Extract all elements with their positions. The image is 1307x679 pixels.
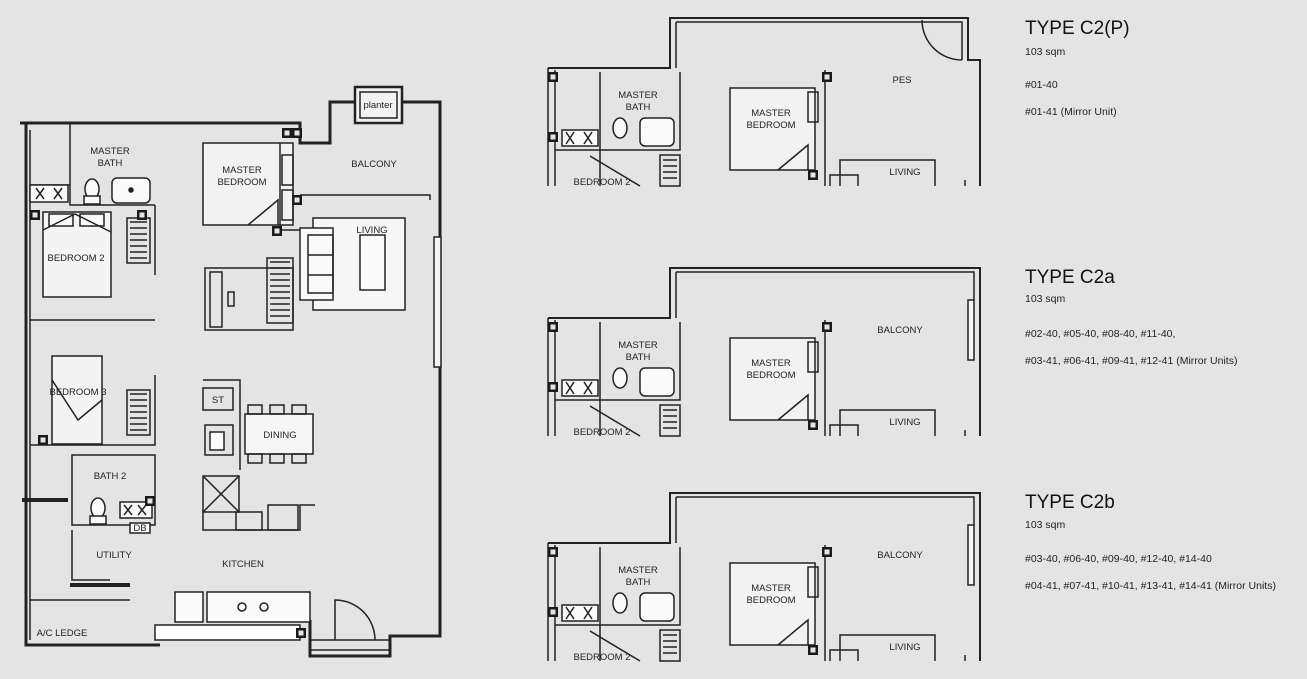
unit-numbers-line-2: #01-41 (Mirror Unit) (1025, 106, 1117, 118)
unit-type-title: TYPE C2a (1025, 267, 1115, 288)
kp3-label-master-bedroom-2: BEDROOM (746, 595, 795, 606)
label-ac-ledge: A/C LEDGE (37, 628, 88, 639)
label-db: DB (133, 523, 146, 534)
kp1-label-master-bath-2: BATH (626, 102, 651, 113)
label-master-bedroom-2: BEDROOM (217, 177, 266, 188)
label-utility: UTILITY (96, 550, 132, 561)
kp1-label-bedroom-2: BEDROOM 2 (573, 177, 630, 188)
kp2-label-master-bath-1: MASTER (618, 340, 658, 351)
label-master-bath-1: MASTER (90, 146, 130, 157)
unit-area: 103 sqm (1025, 293, 1066, 305)
label-planter: planter (363, 100, 392, 111)
main-floor-plan (20, 85, 442, 658)
label-master-bath-2: BATH (98, 158, 123, 169)
kp1-label-living: LIVING (889, 167, 920, 178)
main-plan-labels: planter MASTER BATH MASTER BEDROOM BALCO… (37, 100, 398, 639)
label-bath-2: BATH 2 (94, 471, 127, 482)
label-store: ST (212, 395, 224, 406)
unit-numbers-line-2: #03-41, #06-41, #09-41, #12-41 (Mirror U… (1025, 355, 1238, 367)
kp3-label-master-bedroom-1: MASTER (751, 583, 791, 594)
unit-area: 103 sqm (1025, 46, 1066, 58)
kp2-label-living: LIVING (889, 417, 920, 428)
unit-numbers-line-2: #04-41, #07-41, #10-41, #13-41, #14-41 (… (1025, 580, 1276, 592)
unit-type-title: TYPE C2(P) (1025, 18, 1130, 39)
kp3-label-outdoor: BALCONY (877, 550, 923, 561)
label-master-bedroom-1: MASTER (222, 165, 262, 176)
label-living: LIVING (356, 225, 387, 236)
label-kitchen: KITCHEN (222, 559, 264, 570)
kp1-label-outdoor: PES (892, 75, 911, 86)
unit-type-title: TYPE C2b (1025, 492, 1115, 513)
kp2-label-outdoor: BALCONY (877, 325, 923, 336)
kp3-label-living: LIVING (889, 642, 920, 653)
kp3-label-bedroom-2: BEDROOM 2 (573, 652, 630, 663)
key-plan-c2p: MASTER BATH MASTER BEDROOM PES LIVING BE… (547, 17, 981, 188)
kp1-label-master-bath-1: MASTER (618, 90, 658, 101)
label-bedroom-3: BEDROOM 3 (49, 387, 106, 398)
key-plan-c2b: MASTER BATH MASTER BEDROOM BALCONY LIVIN… (547, 492, 981, 663)
kp2-label-master-bath-2: BATH (626, 352, 651, 363)
key-plan-c2a: MASTER BATH MASTER BEDROOM BALCONY LIVIN… (547, 267, 981, 438)
unit-numbers-line-1: #02-40, #05-40, #08-40, #11-40, (1025, 328, 1176, 340)
unit-numbers-line-1: #01-40 (1025, 79, 1058, 91)
kp1-label-master-bedroom-1: MASTER (751, 108, 791, 119)
label-dining: DINING (263, 430, 296, 441)
kp2-label-master-bedroom-1: MASTER (751, 358, 791, 369)
label-balcony: BALCONY (351, 159, 397, 170)
kp3-label-master-bath-1: MASTER (618, 565, 658, 576)
kp3-label-master-bath-2: BATH (626, 577, 651, 588)
label-bedroom-2: BEDROOM 2 (47, 253, 104, 264)
kp2-label-bedroom-2: BEDROOM 2 (573, 427, 630, 438)
kp1-label-master-bedroom-2: BEDROOM (746, 120, 795, 131)
kp2-label-master-bedroom-2: BEDROOM (746, 370, 795, 381)
unit-numbers-line-1: #03-40, #06-40, #09-40, #12-40, #14-40 (1025, 553, 1212, 565)
unit-area: 103 sqm (1025, 519, 1066, 531)
